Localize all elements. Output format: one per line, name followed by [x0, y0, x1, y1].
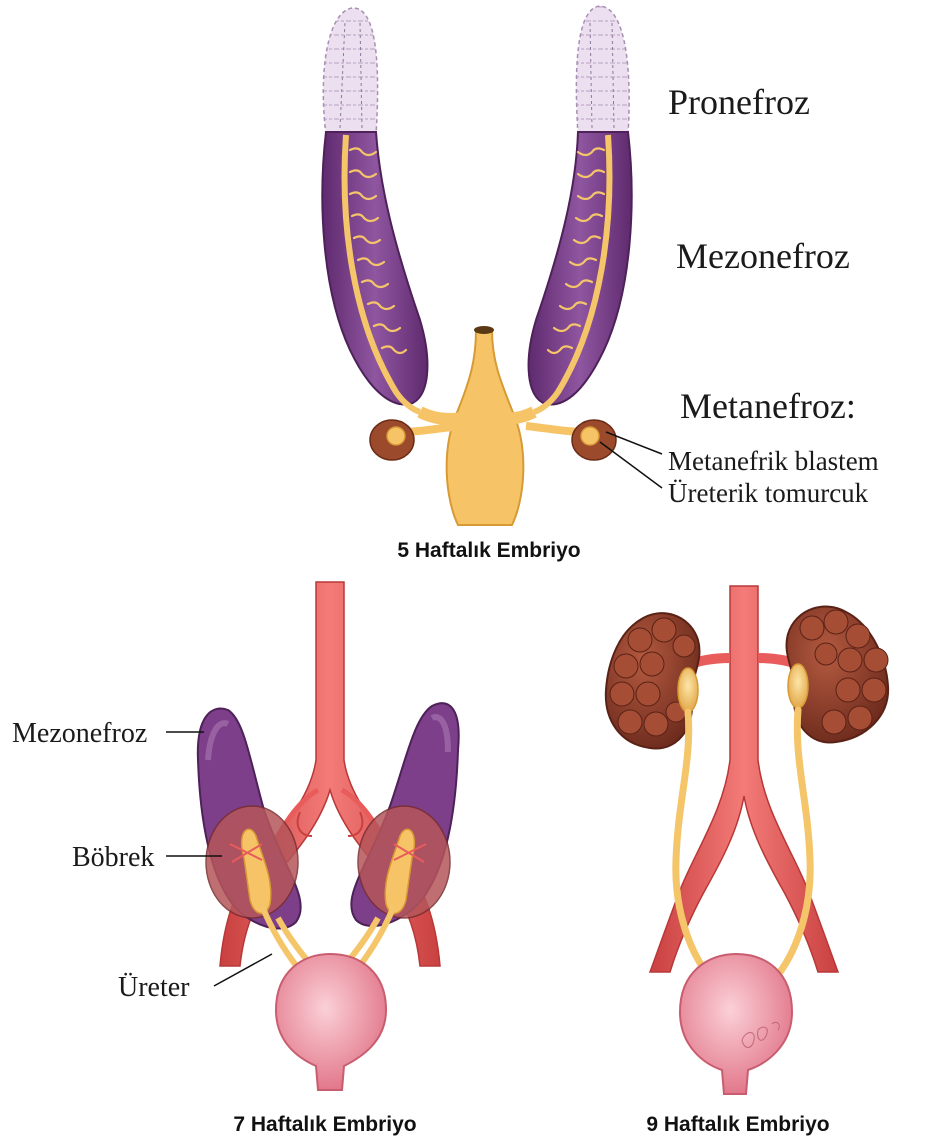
- week7-figure: Mezonefroz Böbrek Üreter 7 Haftalık Embr…: [12, 582, 459, 1136]
- kidney-week7-left: [206, 806, 298, 918]
- label-mezonefroz-left: Mezonefroz: [12, 718, 147, 749]
- label-ureterik-tomurcuk: Üreterik tomurcuk: [668, 478, 869, 508]
- label-bobrek: Böbrek: [72, 842, 154, 873]
- mesonephros-right: [529, 132, 632, 412]
- week9-figure: 9 Haftalık Embriyo: [606, 586, 888, 1136]
- label-mezonefroz-top: Mezonefroz: [676, 236, 850, 276]
- label-ureter: Üreter: [118, 972, 190, 1003]
- pronephros-left: [323, 8, 377, 135]
- week5-figure: Pronefroz Mezonefroz Metanefroz: Metanef…: [322, 6, 878, 562]
- label-metanefrik-blastem: Metanefrik blastem: [668, 446, 879, 476]
- label-pronefroz: Pronefroz: [668, 82, 810, 122]
- metanephric-blastema-right: [572, 420, 616, 460]
- label-metanefroz: Metanefroz:: [680, 386, 856, 426]
- kidney-week9-right: [786, 607, 888, 743]
- ureteric-bud-right: [581, 427, 599, 445]
- pronephros-right: [576, 6, 629, 135]
- bladder-week7: [276, 954, 386, 1090]
- leader-ureterik-tomurcuk: [600, 442, 662, 488]
- bladder-week9: [680, 954, 792, 1094]
- metanephric-blastema-left: [370, 420, 414, 460]
- mesonephros-left: [322, 132, 427, 412]
- kidney-week7-right: [358, 806, 450, 918]
- ureteric-bud-left: [387, 427, 405, 445]
- caption-week7: 7 Haftalık Embriyo: [233, 1113, 416, 1136]
- caption-week5: 5 Haftalık Embriyo: [397, 539, 580, 562]
- caption-week9: 9 Haftalık Embriyo: [646, 1113, 829, 1136]
